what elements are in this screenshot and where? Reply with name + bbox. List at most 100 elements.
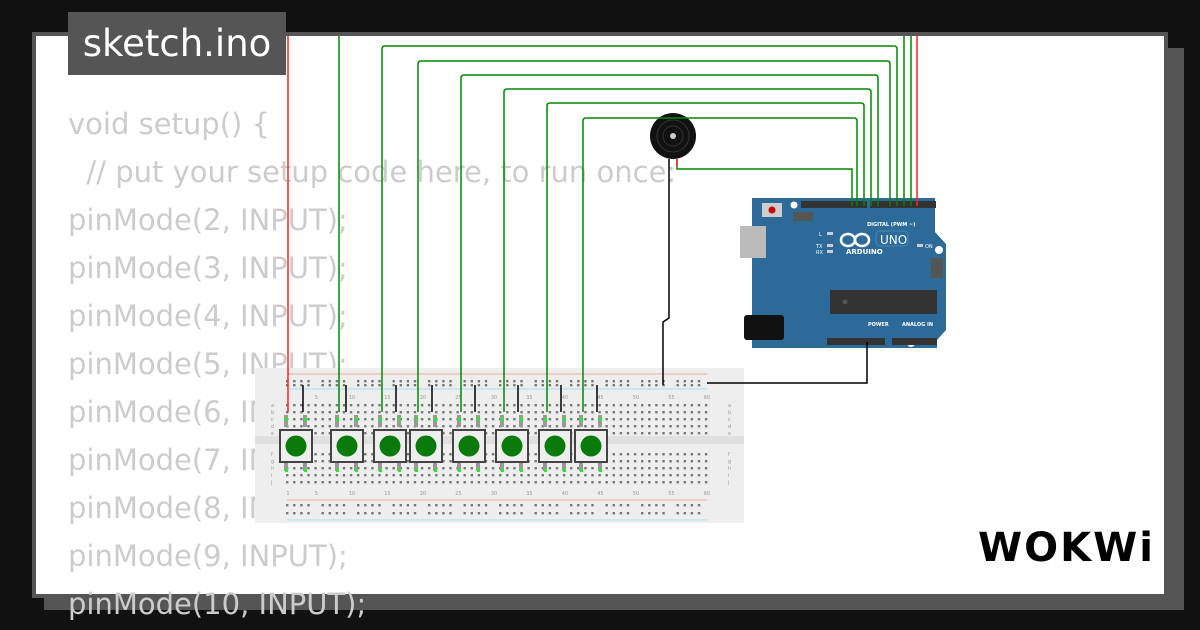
file-tab[interactable]: sketch.ino	[68, 12, 286, 75]
breadboard-hole	[413, 474, 417, 477]
breadboard-hole	[392, 504, 395, 507]
breadboard-hole	[513, 467, 516, 470]
button-cap[interactable]	[379, 435, 401, 457]
breadboard-hole	[491, 453, 495, 456]
button-cap[interactable]	[336, 435, 358, 457]
breadboard-hole	[555, 404, 559, 407]
buzzer[interactable]	[650, 113, 696, 159]
breadboard-hole	[413, 481, 417, 484]
breadboard-hole	[328, 425, 331, 428]
button-cap[interactable]	[458, 435, 480, 457]
pushbutton[interactable]	[452, 415, 486, 472]
breadboard-hole	[584, 384, 587, 387]
wire[interactable]	[707, 342, 868, 384]
breadboard-hole	[697, 504, 701, 507]
breadboard-hole	[456, 404, 459, 407]
breadboard-hole	[499, 481, 502, 484]
breadboard-hole	[591, 425, 594, 428]
pushbutton[interactable]	[538, 415, 572, 472]
icsp-header	[793, 212, 813, 221]
breadboard-hole	[342, 467, 346, 470]
wire[interactable]	[582, 117, 858, 412]
column-number: 25	[455, 395, 461, 401]
button-leg	[598, 461, 602, 471]
pushbutton[interactable]	[373, 415, 407, 472]
breadboard-hole	[406, 404, 410, 407]
button-cap[interactable]	[285, 435, 307, 457]
breadboard-hole	[399, 504, 402, 507]
breadboard-hole	[470, 474, 473, 477]
breadboard-hole	[676, 481, 679, 484]
button-cap[interactable]	[580, 435, 602, 457]
breadboard-hole	[548, 404, 552, 407]
breadboard-hole	[626, 432, 630, 435]
button-cap[interactable]	[544, 435, 566, 457]
breadboard-hole	[697, 380, 701, 383]
breadboard-hole	[619, 432, 623, 435]
pushbutton[interactable]	[330, 415, 364, 472]
breadboard-hole	[477, 474, 481, 477]
breadboard-hole	[300, 474, 303, 477]
breadboard-hole	[449, 432, 452, 435]
breadboard-hole	[314, 481, 317, 484]
reset-button-cap[interactable]	[768, 206, 776, 214]
breadboard-hole	[428, 425, 431, 428]
breadboard-hole	[293, 481, 296, 484]
breadboard-hole	[321, 425, 324, 428]
breadboard-hole	[293, 474, 296, 477]
breadboard-hole	[442, 411, 445, 414]
breadboard-hole	[406, 467, 410, 470]
breadboard-hole	[555, 384, 559, 387]
breadboard-hole	[648, 474, 651, 477]
breadboard-hole	[449, 512, 452, 515]
wire[interactable]	[546, 102, 865, 412]
breadboard-hole	[435, 504, 438, 507]
breadboard-hole	[506, 504, 509, 507]
pin-marker	[285, 469, 288, 472]
breadboard-hole	[662, 432, 665, 435]
breadboard-hole	[321, 504, 324, 507]
pin-marker	[379, 469, 382, 472]
breadboard-hole	[335, 512, 339, 515]
breadboard-hole	[676, 460, 679, 463]
breadboard-hole	[335, 380, 339, 383]
breadboard-hole	[626, 453, 630, 456]
wires	[287, 36, 918, 412]
tx-led	[827, 244, 833, 247]
arduino-uno[interactable]: ARDUINO UNO DIGITAL (PWM ~) POWER ANALOG…	[740, 198, 946, 348]
pushbutton[interactable]	[495, 415, 529, 472]
breadboard-hole	[357, 411, 360, 414]
power-header	[827, 338, 885, 345]
breadboard-hole	[392, 411, 395, 414]
breadboard-hole	[449, 384, 452, 387]
wire[interactable]	[460, 74, 879, 412]
breadboard-hole	[548, 425, 552, 428]
breadboard-hole	[364, 380, 367, 383]
breadboard-hole	[591, 481, 594, 484]
breadboard-hole	[662, 504, 665, 507]
breadboard-hole	[527, 474, 530, 477]
breadboard-hole	[641, 411, 644, 414]
wire[interactable]	[503, 88, 872, 412]
pushbutton[interactable]	[574, 415, 608, 472]
wire[interactable]	[417, 60, 891, 412]
breadboard-hole	[598, 411, 601, 414]
breadboard-hole	[385, 404, 388, 407]
breadboard-hole	[584, 481, 587, 484]
breadboard-hole	[605, 384, 608, 387]
wire[interactable]	[381, 45, 898, 412]
pin-marker	[544, 418, 547, 421]
breadboard-hole	[534, 474, 537, 477]
button-cap[interactable]	[501, 435, 523, 457]
breadboard-hole	[342, 474, 346, 477]
breadboard-hole	[307, 380, 310, 383]
pushbutton[interactable]	[279, 415, 313, 472]
pushbutton[interactable]	[409, 415, 443, 472]
wire[interactable]	[662, 159, 670, 385]
button-cap[interactable]	[415, 435, 437, 457]
breadboard-hole	[463, 411, 466, 414]
breadboard-hole	[470, 404, 473, 407]
breadboard-hole	[357, 467, 360, 470]
breadboard-hole	[420, 425, 424, 428]
breadboard-hole	[513, 504, 516, 507]
